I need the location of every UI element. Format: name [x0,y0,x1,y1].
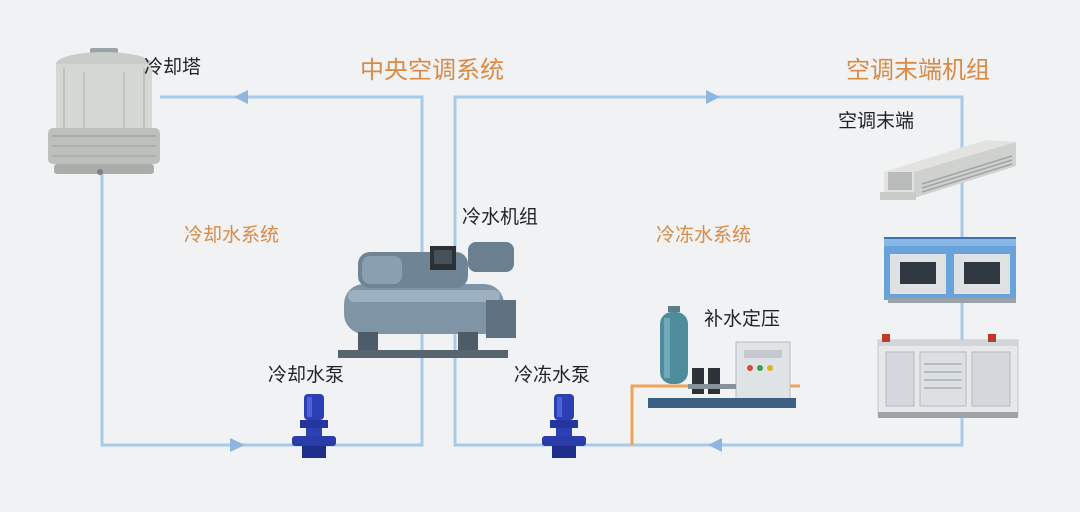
chilled-pump-label: 冷冻水泵 [514,364,591,386]
makeup-pressure-label: 补水定压 [704,308,781,330]
air-handling-box-icon [884,237,1016,303]
flow-arrow-icon [230,438,245,452]
cooling-tower-icon [48,48,160,175]
chiller-icon [338,242,516,358]
chilled-pump-icon [542,394,586,458]
chiller-label: 冷水机组 [462,206,539,228]
flow-arrow-icon [234,90,248,104]
chilled-water-system-label: 冷冻水系统 [656,224,752,246]
cooling-water-loop [100,95,424,447]
combined-ahu-icon [877,334,1019,418]
ac-terminal-label: 空调末端 [838,110,915,132]
flow-arrow-icon [706,90,720,104]
fan-coil-unit-icon [880,140,1016,200]
terminal-units-title: 空调末端机组 [846,56,990,84]
cooling-tower-label: 冷却塔 [144,56,202,78]
cooling-water-system-label: 冷却水系统 [184,224,280,246]
cooling-pump-icon [292,394,336,458]
makeup-pressure-unit-icon [648,306,796,408]
cooling-pump-label: 冷却水泵 [268,364,345,386]
flow-arrow-icon [708,438,722,452]
central-ac-title: 中央空调系统 [360,56,504,84]
